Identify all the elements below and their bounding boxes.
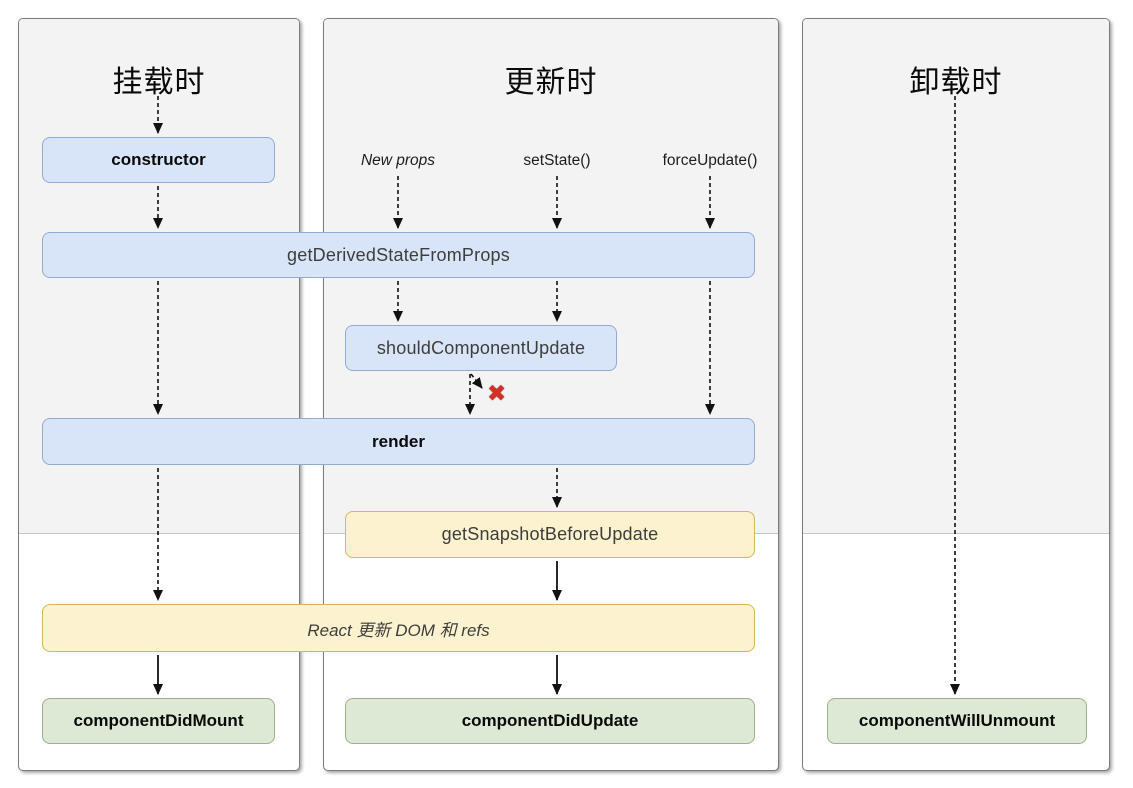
cwu-label: componentWillUnmount <box>858 711 1056 730</box>
panel-mounting: 挂载时 <box>18 18 300 771</box>
cdu-label: componentDidUpdate <box>461 711 639 730</box>
render-phase-background <box>803 19 1109 534</box>
panel-updating-title: 更新时 <box>504 66 598 99</box>
gdsfp-label: getDerivedStateFromProps <box>287 244 510 265</box>
cancel-icon: ✖ <box>487 380 507 406</box>
trigger-force-update-label: forceUpdate() <box>662 152 758 169</box>
scu-label: shouldComponentUpdate <box>376 337 586 358</box>
trigger-set-state-label: setState() <box>523 152 591 169</box>
get-snapshot-before-update-box: getSnapshotBeforeUpdate <box>345 511 755 558</box>
render-box: render <box>42 418 755 465</box>
component-did-update-box: componentDidUpdate <box>345 698 755 744</box>
react-updates-dom-box: React 更新 DOM 和 refs <box>42 604 755 652</box>
should-component-update-box: shouldComponentUpdate <box>345 325 617 371</box>
trigger-new-props-label: New props <box>360 152 436 169</box>
get-derived-state-from-props-box: getDerivedStateFromProps <box>42 232 755 278</box>
panel-mounting-title: 挂载时 <box>112 66 206 99</box>
panel-unmounting: 卸载时 <box>802 18 1110 771</box>
component-will-unmount-box: componentWillUnmount <box>827 698 1087 744</box>
component-did-mount-box: componentDidMount <box>42 698 275 744</box>
react-updates-label: React 更新 DOM 和 refs <box>307 620 490 640</box>
gsbu-label: getSnapshotBeforeUpdate <box>441 524 659 544</box>
constructor-label: constructor <box>111 150 206 169</box>
render-label: render <box>372 431 425 451</box>
cdm-label: componentDidMount <box>73 711 244 730</box>
panel-unmounting-title: 卸载时 <box>909 66 1003 99</box>
panel-updating: 更新时 <box>323 18 779 771</box>
constructor-box: constructor <box>42 137 275 183</box>
